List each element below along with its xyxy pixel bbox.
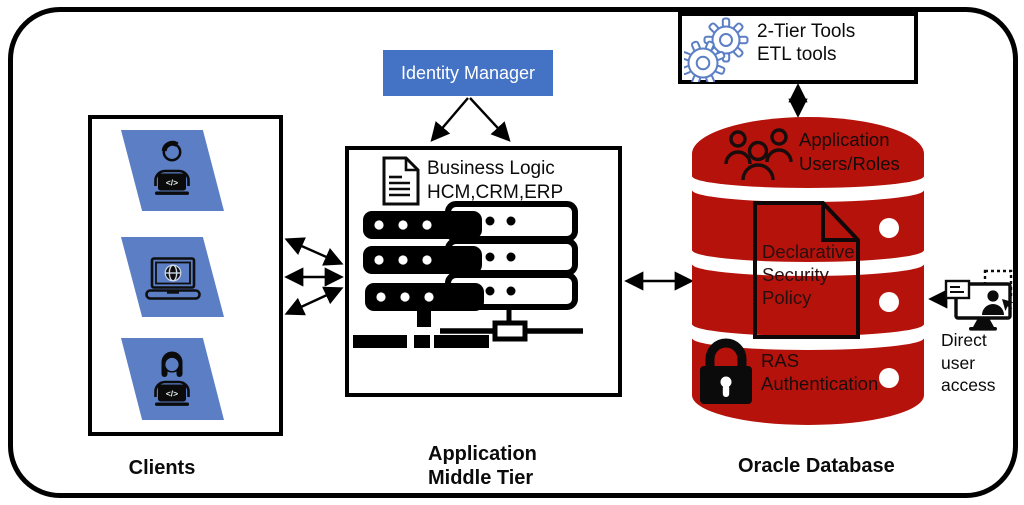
db-ras-line1: RAS [761,350,800,371]
oracle-database-label: Oracle Database [738,455,895,477]
tools-line1: 2-Tier Tools [757,21,856,42]
arrow-clients-tier-bottom [284,286,344,316]
disk-dot-1 [879,218,899,238]
direct-access-text: Direct user access [941,329,995,397]
direct-access-line1: Direct [941,330,987,350]
code-glyph: </> [166,178,178,188]
middle-tier-label: Application Middle Tier [428,443,537,490]
db-users-text: Application Users/Roles [799,128,900,175]
arrow-clients-tier-top [284,237,344,266]
disk-dot-2 [879,292,899,312]
direct-access-line3: access [941,375,996,395]
disk-dot-3 [879,368,899,388]
window-card-icon [944,279,971,300]
arrow-identity-tier-right [469,97,511,142]
middle-tier-label-line1: Application [428,443,537,465]
db-users-line2: Users/Roles [799,152,900,174]
db-users-line1: Application [799,129,890,150]
business-logic-line2: HCM,CRM,ERP [427,181,564,203]
cursor-icon [1002,299,1014,311]
tools-line2: ETL tools [757,43,837,65]
db-policy-line1: Declarative [762,241,855,262]
server-stack-icon [353,201,583,348]
gears-icon [684,17,749,82]
clients-label: Clients [128,457,196,479]
arrow-identity-tier-left [430,97,469,142]
middle-tier-label-line2: Middle Tier [428,466,534,489]
developer-user-2-icon: </> [154,351,190,406]
direct-user-access-icon [944,269,1014,331]
user-avatar-icon [987,290,999,302]
database-cylinder [692,117,924,425]
db-ras-line2: Authentication [761,373,879,394]
developer-user-icon: </> [154,140,190,195]
tools-text: 2-Tier Tools ETL tools [757,21,855,66]
policy-document-icon [753,201,860,339]
users-group-icon [724,128,793,181]
identity-manager-box: Identity Manager [383,50,553,96]
business-logic-document-icon [382,156,420,206]
db-policy-text: Declarative Security Policy [762,240,855,309]
db-policy-line3: Policy [762,287,812,308]
outer-border [8,7,1018,498]
business-logic-text: Business Logic HCM,CRM,ERP [427,157,563,204]
db-ras-text: RAS Authentication [761,349,878,395]
identity-manager-label: Identity Manager [400,62,536,83]
direct-access-line2: user [941,352,976,373]
db-policy-line2: Security [762,264,829,285]
code-glyph: </> [166,389,178,399]
web-laptop-icon [145,257,201,300]
business-logic-line1: Business Logic [427,158,555,179]
padlock-icon [700,338,752,404]
